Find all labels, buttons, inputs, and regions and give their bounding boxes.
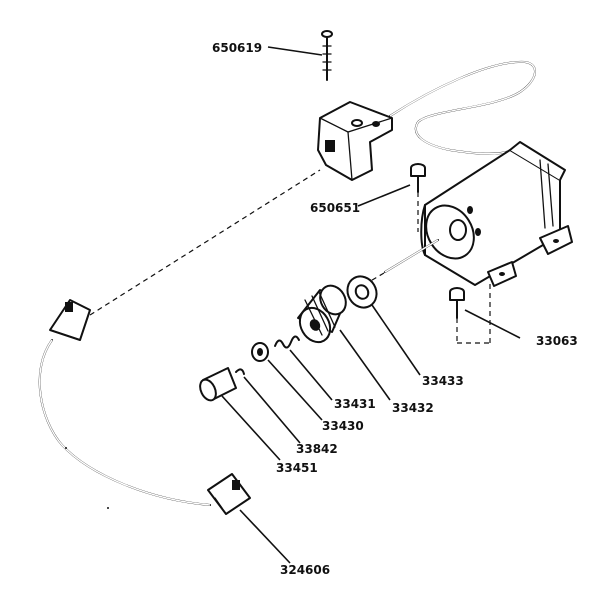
- label-650651: 650651: [310, 201, 360, 215]
- label-33432: 33432: [392, 401, 434, 415]
- right-screw: [449, 282, 491, 344]
- label-33433: 33433: [422, 374, 464, 388]
- motor-body: [329, 141, 573, 306]
- retainer: [251, 342, 269, 362]
- label-33430: 33430: [322, 419, 364, 433]
- label-650619: 650619: [212, 41, 262, 55]
- large-washer: [346, 275, 378, 309]
- stray-mark: [107, 507, 109, 509]
- label-33451: 33451: [276, 461, 318, 475]
- label-33431: 33431: [334, 397, 376, 411]
- power-cord: [38, 169, 321, 515]
- pinion-gear: [297, 284, 347, 344]
- label-33063: 33063: [536, 334, 578, 348]
- label-33842: 33842: [296, 442, 338, 456]
- cap: [199, 367, 237, 402]
- switch-box: [317, 30, 536, 181]
- clip: [235, 368, 245, 375]
- top-screw: [321, 30, 333, 81]
- spring: [274, 335, 300, 349]
- leader-lines: [221, 46, 521, 564]
- part-labels: 650619 650651 33063 33433 33432 33431 33…: [212, 41, 578, 577]
- stray-mark: [65, 447, 67, 449]
- label-324606: 324606: [280, 563, 330, 577]
- mid-screw: [410, 163, 426, 232]
